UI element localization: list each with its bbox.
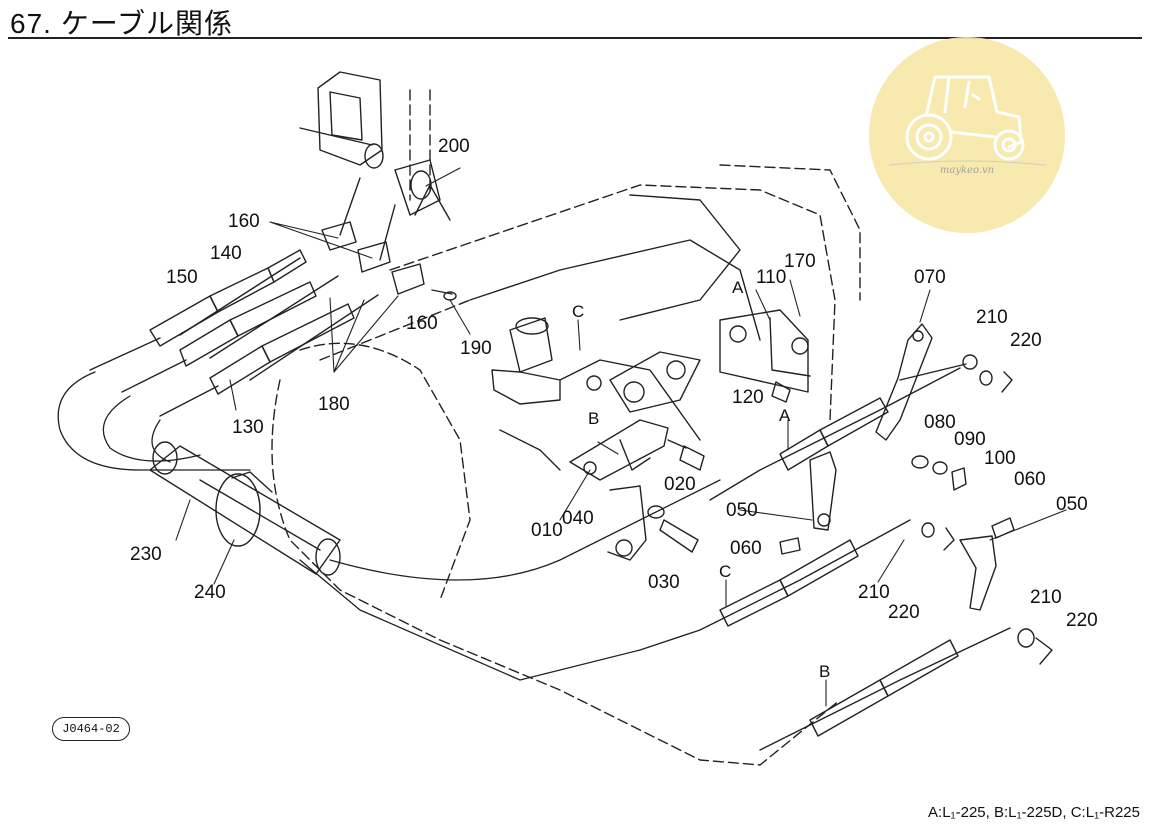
callout-140: 140 (210, 243, 242, 264)
bolt-060 (779, 517, 1015, 555)
callout-130: 130 (232, 417, 264, 438)
pins-210-220 (921, 370, 1053, 665)
transmission-housing (271, 89, 861, 766)
callout-040: 040 (562, 508, 594, 529)
callout-120: 120 (732, 387, 764, 408)
washer-040 (647, 505, 665, 519)
callout-020: 020 (664, 474, 696, 495)
callout-220-middle: 220 (888, 602, 920, 623)
variant-marker-a-upper: A (732, 278, 744, 297)
callout-200: 200 (438, 136, 470, 157)
callout-180: 180 (318, 394, 350, 415)
callout-210-upper: 210 (976, 307, 1008, 328)
leader-lines (175, 167, 1067, 707)
cable-B (759, 627, 1011, 751)
page-title: 67. ケーブル関係 (10, 8, 234, 39)
callout-240: 240 (194, 582, 226, 603)
washer-stack-080-100 (911, 455, 967, 491)
callout-090: 090 (954, 429, 986, 450)
valve-fitting (491, 317, 561, 405)
callout-070: 070 (914, 267, 946, 288)
variant-marker-c-upper: C (572, 302, 584, 321)
tractor-icon (888, 75, 1046, 166)
variant-marker-b-lower: B (819, 662, 830, 681)
clamp-band-240 (215, 471, 273, 547)
clevis-group-160 (321, 221, 457, 301)
protective-sleeve-230 (149, 441, 341, 576)
variant-marker-c-lower: C (719, 562, 731, 581)
callout-220-upper: 220 (1010, 330, 1042, 351)
callout-080: 080 (924, 412, 956, 433)
title-underline (8, 37, 1142, 39)
variant-marker-a-lower: A (779, 406, 791, 425)
callout-030: 030 (648, 572, 680, 593)
upper-support-bracket (299, 71, 451, 261)
plate-bracket (586, 351, 701, 413)
cable-C (639, 519, 911, 651)
callout-210-lower: 210 (1030, 587, 1062, 608)
callout-210-middle: 210 (858, 582, 890, 603)
housing-solid-edges (469, 194, 761, 471)
return-cables (57, 371, 721, 681)
cable-A (709, 367, 961, 501)
callout-100: 100 (984, 448, 1016, 469)
lever-bracket-010 (569, 419, 669, 561)
bolt-030 (659, 519, 699, 553)
figure-reference-code: J0464-02 (52, 717, 130, 741)
callout-060-right: 060 (1014, 469, 1046, 490)
callout-230: 230 (130, 544, 162, 565)
callout-150: 150 (166, 267, 198, 288)
watermark-logo: maykeo.vn (869, 37, 1065, 233)
lever-050-left (809, 451, 837, 531)
cable-140 (121, 275, 339, 393)
cable-150 (89, 249, 307, 371)
lever-070 (875, 323, 978, 441)
watermark-text: maykeo.vn (939, 165, 995, 176)
callout-010: 010 (531, 520, 563, 541)
callout-050-left: 050 (726, 500, 758, 521)
callout-170: 170 (784, 251, 816, 272)
callout-110: 110 (756, 267, 786, 288)
model-variant-legend: A:L₁-225, B:L₁-225D, C:L₁-R225 (928, 804, 1140, 821)
callout-220-lower: 220 (1066, 610, 1098, 631)
bolt-120 (771, 381, 791, 403)
bolt-020 (667, 439, 705, 471)
variant-marker-b-upper: B (588, 409, 599, 428)
cable-130 (159, 294, 379, 417)
callout-160-lower: 160 (406, 313, 438, 334)
callout-190: 190 (460, 338, 492, 359)
callout-060-left: 060 (730, 538, 762, 559)
callout-050-right: 050 (1056, 494, 1088, 515)
lever-050-right (959, 535, 997, 611)
bracket-110-120 (719, 309, 811, 393)
callout-160-upper: 160 (228, 211, 260, 232)
